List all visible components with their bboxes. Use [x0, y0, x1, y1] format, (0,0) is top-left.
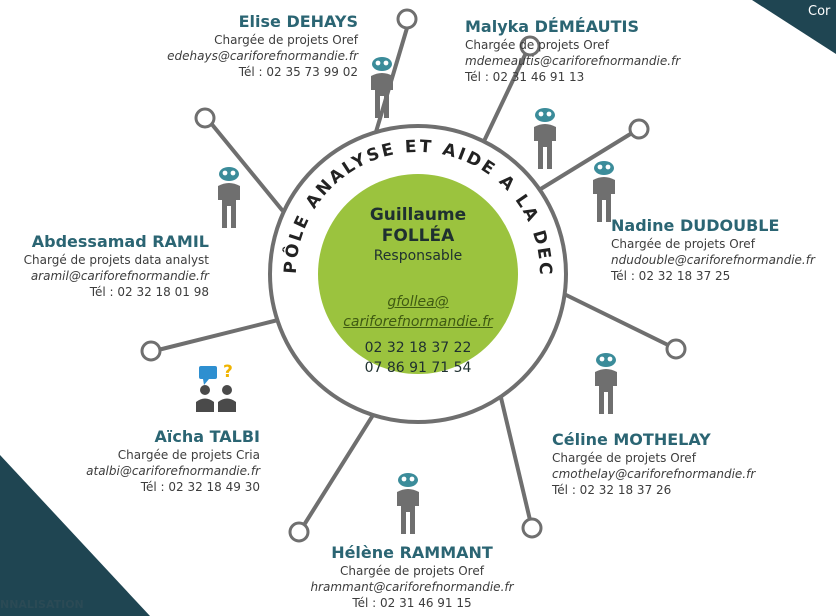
- person-card-demeautis: Malyka DÉMÉAUTIS Chargée de projets Oref…: [465, 17, 680, 85]
- center-phone-1: 02 32 18 37 22: [364, 340, 472, 356]
- spoke-left-lower: [156, 318, 280, 352]
- person-card-mothelay: Céline MOTHELAY Chargée de projets Oref …: [552, 430, 755, 498]
- center-person: Guillaume FOLLÉA Responsable gfollea@ ca…: [318, 205, 518, 378]
- corner-top-label: Cor: [808, 4, 831, 19]
- person-email[interactable]: aramil@cariforefnormandie.fr: [30, 269, 209, 283]
- person-email[interactable]: cmothelay@cariforefnormandie.fr: [552, 467, 756, 481]
- person-role: Chargée de projets Oref: [611, 237, 755, 251]
- node-left-upper: [194, 107, 216, 129]
- person-phone: Tél : 02 31 46 91 15: [352, 596, 472, 610]
- center-phone-2: 07 86 91 71 54: [364, 360, 472, 376]
- corner-bottom-label: NNALISATION: [0, 598, 84, 611]
- person-icon: [593, 161, 615, 222]
- svg-text:?: ?: [223, 362, 233, 382]
- center-email-line2[interactable]: cariforefnormandie.fr: [343, 314, 493, 330]
- center-disc: [318, 174, 518, 374]
- person-role: Chargé de projets data analyst: [23, 253, 209, 267]
- node-top: [396, 8, 418, 30]
- person-icon: [371, 57, 393, 118]
- person-card-talbi: Aïcha TALBI Chargée de projets Cria atal…: [86, 427, 260, 495]
- center-last-name: FOLLÉA: [381, 226, 455, 246]
- person-icon: [534, 108, 556, 169]
- person-role: Chargée de projets Oref: [465, 38, 609, 52]
- corner-triangle-top: [752, 0, 836, 54]
- person-card-ramil: Abdessamad RAMIL Chargé de projets data …: [24, 232, 209, 300]
- person-name: Elise DEHAYS: [238, 12, 358, 31]
- person-phone: Tél : 02 31 46 91 13: [465, 70, 585, 84]
- person-role: Chargée de projets Oref: [214, 33, 358, 47]
- spoke-bottom-right: [496, 383, 532, 522]
- person-name: Malyka DÉMÉAUTIS: [465, 17, 639, 36]
- discussion-icon: ?: [196, 362, 236, 412]
- node-right-upper: [628, 118, 650, 140]
- person-icon: [397, 473, 419, 534]
- person-role: Chargée de projets Oref: [552, 451, 696, 465]
- node-right-lower: [665, 338, 687, 360]
- person-name: Hélène RAMMANT: [331, 543, 493, 562]
- center-email-line1[interactable]: gfollea@: [387, 294, 449, 310]
- node-bottom-left: [288, 521, 310, 543]
- center-role: Responsable: [373, 248, 463, 264]
- spoke-right-upper: [524, 131, 634, 200]
- person-name: Nadine DUDOUBLE: [611, 216, 780, 235]
- node-top-right: [519, 35, 541, 57]
- spoke-left-upper: [208, 120, 284, 212]
- person-role: Chargée de projets Cria: [117, 448, 260, 462]
- person-icon: [595, 353, 617, 414]
- corner-triangle-bottom: [0, 455, 150, 616]
- person-email[interactable]: ndudouble@cariforefnormandie.fr: [611, 253, 815, 267]
- person-phone: Tél : 02 32 18 37 25: [611, 269, 731, 283]
- spoke-right-lower: [558, 290, 670, 347]
- person-role: Chargée de projets Oref: [340, 564, 484, 578]
- person-email[interactable]: hrammant@cariforefnormandie.fr: [310, 580, 514, 594]
- node-bottom-right: [521, 517, 543, 539]
- person-card-rammant: Hélène RAMMANT Chargée de projets Oref h…: [262, 543, 562, 611]
- person-email[interactable]: atalbi@cariforefnormandie.fr: [86, 464, 260, 478]
- person-name: Aïcha TALBI: [154, 427, 260, 446]
- person-name: Abdessamad RAMIL: [31, 232, 209, 251]
- spoke-bottom-left: [302, 394, 387, 527]
- person-email[interactable]: mdemeautis@cariforefnormandie.fr: [465, 54, 681, 68]
- person-phone: Tél : 02 32 18 37 26: [552, 483, 672, 497]
- person-phone: Tél : 02 32 18 01 98: [89, 285, 209, 299]
- person-card-dehays: Elise DEHAYS Chargée de projets Oref ede…: [167, 12, 358, 80]
- person-card-dudouble: Nadine DUDOUBLE Chargée de projets Oref …: [611, 216, 815, 284]
- person-phone: Tél : 02 32 18 49 30: [140, 480, 260, 494]
- person-phone: Tél : 02 35 73 99 02: [238, 65, 358, 79]
- node-left-lower: [140, 340, 162, 362]
- person-icon: [218, 167, 240, 228]
- person-name: Céline MOTHELAY: [552, 430, 711, 449]
- person-email[interactable]: edehays@cariforefnormandie.fr: [167, 49, 358, 63]
- center-first-name: Guillaume: [369, 205, 467, 225]
